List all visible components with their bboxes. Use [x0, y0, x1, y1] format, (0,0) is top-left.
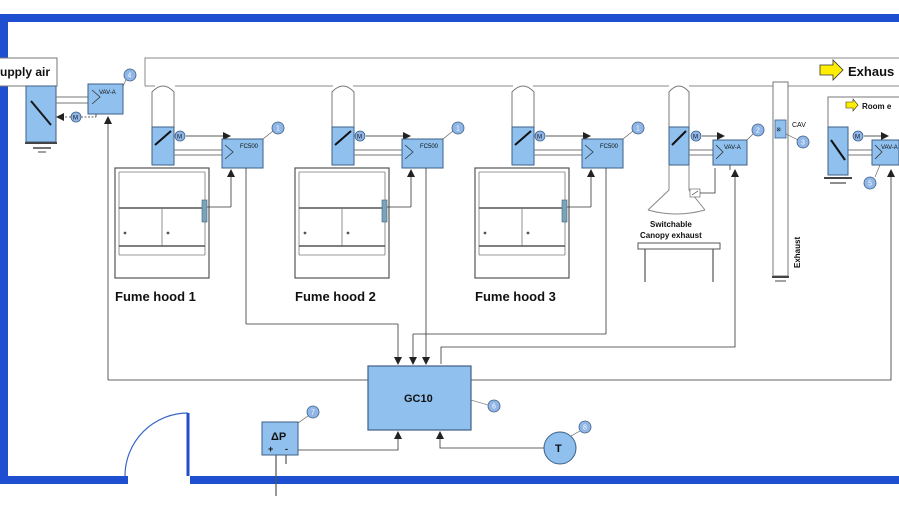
svg-text:1: 1 — [456, 126, 460, 133]
exhaust-vertical-label: Exhaust — [793, 237, 802, 268]
svg-text:4: 4 — [128, 73, 132, 80]
switchable-label-1: Switchable — [650, 220, 692, 229]
room-walls — [0, 14, 899, 484]
canopy-vav-label: VAV-A — [724, 145, 741, 151]
svg-text:⊠: ⊠ — [777, 127, 781, 133]
svg-text:M: M — [855, 135, 860, 141]
svg-text:+: + — [268, 444, 273, 454]
hood2-fc-label: FC500 — [420, 144, 439, 150]
fume-hood-1: M FC500 1 Fume hood 1 — [114, 85, 285, 304]
switchable-canopy: M VAV-A 2 Switchable Canopy exhaust — [637, 85, 765, 282]
svg-text:6: 6 — [492, 404, 496, 411]
svg-text:8: 8 — [583, 425, 587, 432]
gc10-controller: GC10 6 — [367, 365, 501, 431]
door — [124, 412, 190, 477]
callout-3 — [796, 135, 810, 149]
fume-hood-3: M FC500 1 Fume hood 3 — [474, 85, 645, 304]
svg-text:M: M — [177, 135, 182, 141]
supply-air-unit: upply air VAV-A M 4 — [0, 57, 137, 153]
svg-text:7: 7 — [311, 410, 315, 417]
controller-label: GC10 — [404, 393, 433, 405]
supply-air-label: upply air — [0, 65, 50, 79]
svg-text:-: - — [285, 444, 288, 454]
hood1-label: Fume hood 1 — [115, 289, 196, 304]
canopy-motor-icon — [690, 130, 702, 142]
temp-label: T — [555, 443, 562, 455]
pressure-label: ΔP — [271, 431, 286, 443]
hood2-label: Fume hood 2 — [295, 289, 376, 304]
hood2-motor-icon — [354, 130, 366, 142]
hood1-fc-label: FC500 — [240, 144, 259, 150]
temperature-sensor: T 8 — [436, 420, 592, 465]
callout-5 — [863, 176, 877, 190]
callout-2 — [751, 123, 765, 137]
callout-1-hood2 — [451, 121, 465, 135]
svg-text:1: 1 — [636, 126, 640, 133]
room-motor-icon — [852, 130, 864, 142]
cav-exhaust: ⊠ CAV 3 Exhaust — [772, 81, 810, 282]
exhaust-arrow: Exhaus — [819, 59, 894, 81]
svg-text:M: M — [537, 135, 542, 141]
callout-7 — [306, 405, 320, 419]
svg-text:3: 3 — [801, 140, 805, 147]
callout-6 — [487, 399, 501, 413]
hood3-motor-icon — [534, 130, 546, 142]
hood1-motor-icon — [174, 130, 186, 142]
svg-text:M: M — [693, 135, 698, 141]
room-exhaust: Room e M VAV-A 5 — [824, 96, 899, 190]
callout-1-hood3 — [631, 121, 645, 135]
svg-text:M: M — [357, 135, 362, 141]
pressure-sensor: ΔP + - 7 — [261, 405, 402, 496]
hood3-fc-label: FC500 — [600, 144, 619, 150]
svg-text:1: 1 — [276, 126, 280, 133]
fume-hood-2: M FC500 1 Fume hood 2 — [294, 85, 465, 304]
switchable-label-2: Canopy exhaust — [640, 231, 702, 240]
callout-8 — [578, 420, 592, 434]
exhaust-label: Exhaus — [848, 64, 894, 79]
hood3-label: Fume hood 3 — [475, 289, 556, 304]
hood-control-lines — [207, 168, 607, 365]
svg-text:5: 5 — [868, 181, 872, 188]
svg-text:2: 2 — [756, 128, 760, 135]
cav-label: CAV — [792, 122, 806, 129]
room-vav-label: VAV-A — [881, 145, 898, 151]
callout-1-hood1 — [271, 121, 285, 135]
control-bus — [104, 116, 895, 381]
supply-vav-label: VAV-A — [99, 90, 116, 96]
room-exhaust-label: Room e — [862, 102, 892, 111]
svg-text:M: M — [73, 116, 78, 122]
duct-outline — [144, 57, 899, 87]
callout-4 — [123, 68, 137, 82]
